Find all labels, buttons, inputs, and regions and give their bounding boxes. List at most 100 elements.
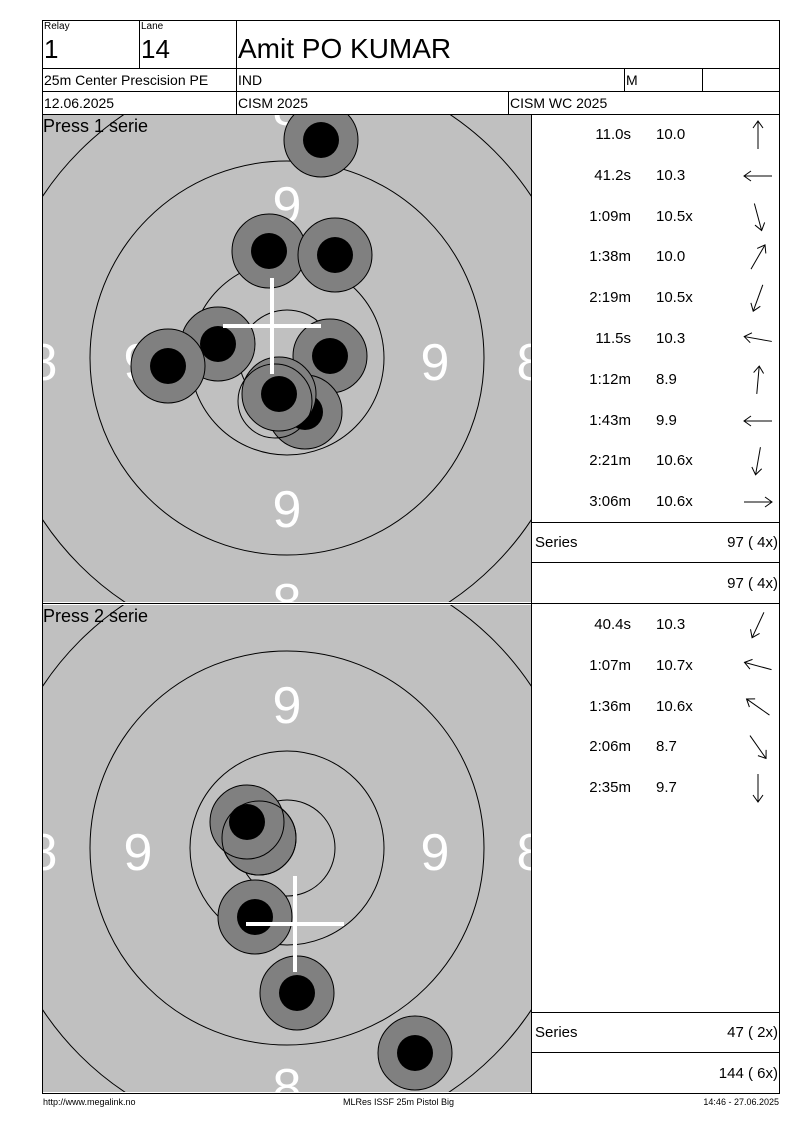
direction-arrow-icon (745, 697, 770, 716)
direction-arrow-icon (752, 120, 764, 149)
shot-score: 10.5x (656, 207, 693, 225)
summary-divider (531, 522, 780, 523)
shot-score: 10.3 (656, 330, 686, 347)
shot-time: 1:43m (589, 411, 631, 429)
shot-score: 10.6x (656, 493, 693, 511)
shot-score: 10.3 (656, 166, 686, 184)
group-center-mark (246, 876, 344, 972)
ring-label-9-bottom: 9 (273, 481, 302, 539)
shot-score: 10.6x (656, 452, 693, 470)
ring-label-8-left: 8 (43, 334, 57, 392)
direction-arrow-icon (743, 170, 772, 182)
direction-arrow-icon (753, 202, 766, 231)
match-name: CISM WC 2025 (510, 95, 608, 111)
shot-hole (237, 363, 313, 439)
direction-arrow-icon (743, 332, 772, 344)
footer-timestamp: 14:46 - 27.06.2025 (703, 1097, 779, 1107)
shot-score: 10.0 (656, 126, 686, 143)
header-left-border (42, 20, 43, 1094)
lane-value: 14 (141, 34, 170, 64)
summary-divider (531, 562, 780, 563)
series-1-total: 97 ( 4x) (727, 534, 778, 551)
header-divider (702, 68, 703, 91)
ring-9 (89, 650, 485, 1046)
series-1-label: Series (535, 534, 578, 551)
header-divider (624, 68, 625, 91)
header-row-divider (42, 114, 780, 115)
relay-value: 1 (44, 34, 59, 64)
header-row-divider (42, 91, 780, 92)
shot-time: 1:36m (589, 697, 631, 715)
ring-label-9-top: 9 (273, 677, 302, 735)
direction-arrow-icon (750, 612, 765, 639)
shot-time: 41.2s (594, 166, 631, 184)
shot-time: 2:35m (589, 779, 631, 797)
ring-label-9-left: 9 (124, 824, 153, 882)
shot-time: 2:19m (589, 289, 631, 307)
shot-score: 10.6x (656, 697, 693, 715)
shot-time: 1:12m (589, 370, 631, 388)
target-series-2: 9 9 9 8 8 8 (43, 605, 531, 1092)
event-name: 25m Center Prescision PE (44, 72, 209, 88)
shot-score: 10.3 (656, 616, 686, 633)
header-row-divider (42, 68, 780, 69)
header-divider (508, 91, 509, 114)
series-2-total: 47 ( 2x) (727, 1024, 778, 1041)
lane-label: Lane (141, 21, 164, 32)
direction-arrow-icon (753, 364, 765, 394)
header-right-border (779, 20, 780, 1094)
date: 12.06.2025 (44, 95, 115, 111)
direction-arrow-icon (750, 244, 767, 270)
shot-score: 10.7x (656, 656, 693, 674)
ring-10 (189, 750, 385, 946)
shot-time: 1:09m (589, 207, 631, 225)
direction-arrow-icon (744, 496, 773, 508)
series-1-running-total: 97 ( 4x) (727, 575, 778, 592)
direction-arrow-icon (743, 658, 772, 670)
competition-name: CISM 2025 (238, 95, 309, 111)
series-divider (42, 603, 780, 604)
summary-divider (531, 1052, 780, 1053)
direction-arrow-icon (749, 735, 767, 760)
shot-score: 8.7 (656, 738, 677, 756)
shot-score: 9.7 (656, 779, 677, 797)
direction-arrow-icon (751, 447, 763, 477)
ring-label-8-right: 8 (517, 824, 531, 882)
ring-label-8-bottom: 8 (273, 1059, 302, 1092)
direction-arrow-icon (752, 774, 764, 804)
shot-score: 9.9 (656, 411, 677, 429)
shooter-name: Amit PO KUMAR (238, 33, 452, 64)
shot-time: 2:21m (589, 452, 631, 470)
header-top-border (42, 20, 780, 21)
direction-arrow-icon (750, 284, 764, 313)
panel-divider (531, 114, 532, 1094)
ring-label-8-right: 8 (517, 334, 531, 392)
bottom-border (42, 1093, 780, 1094)
shot-hole (221, 800, 297, 876)
nation: IND (238, 72, 263, 88)
direction-arrow-icon (743, 415, 772, 427)
shot-time: 1:38m (589, 248, 631, 266)
ring-label-8-left: 8 (43, 824, 57, 882)
shot-time: 1:07m (589, 656, 631, 674)
header-divider (236, 20, 237, 114)
footer-url: http://www.megalink.no (43, 1097, 136, 1107)
shot-time: 11.0s (595, 126, 631, 143)
shot-score: 8.9 (656, 370, 677, 388)
shot-time: 3:06m (589, 493, 631, 511)
series-2-label: Series (535, 1024, 578, 1041)
ring-label-9-right: 9 (421, 824, 450, 882)
shot-holes-2 (209, 784, 453, 1091)
series-2-title: Press 2 serie (43, 606, 149, 626)
shot-time: 11.5s (595, 330, 631, 347)
header-divider (139, 20, 140, 68)
shot-time: 40.4s (594, 616, 631, 633)
gender: M (626, 72, 638, 88)
shot-score: 10.5x (656, 289, 693, 307)
ring-label-9-right: 9 (421, 334, 450, 392)
series-1-title: Press 1 serie (43, 116, 149, 136)
footer-software: MLRes ISSF 25m Pistol Big (343, 1097, 455, 1107)
shot-time: 2:06m (589, 738, 631, 756)
ring-9 (89, 160, 485, 556)
relay-label: Relay (44, 21, 70, 32)
